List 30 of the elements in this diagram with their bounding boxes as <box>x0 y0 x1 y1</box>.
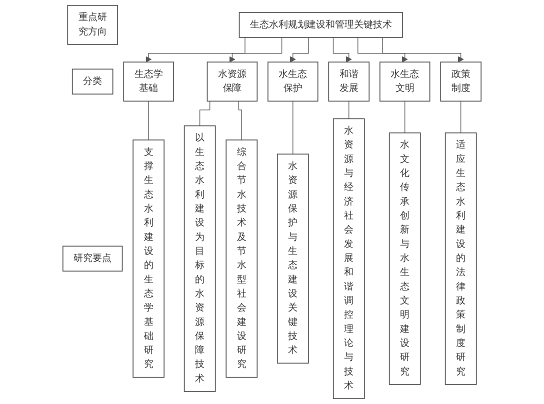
node-box: 水生态保护 <box>268 62 318 102</box>
connector <box>348 100 350 120</box>
connector <box>200 100 210 126</box>
node-box: 研究要点 <box>62 246 123 272</box>
node-box: 生态学基础 <box>123 62 174 102</box>
node-box: 水资源保护与生态建设关键技术 <box>276 154 309 364</box>
node-box: 综合节水技术及节水型社会建设研究 <box>226 140 258 378</box>
connector <box>460 100 462 134</box>
connector <box>238 100 242 140</box>
node-box: 重点研究方向 <box>67 4 118 45</box>
connector <box>404 100 406 134</box>
node-box: 生态水利规划建设和管理关键技术 <box>238 12 403 38</box>
node-box: 水文化传承创新与水生态文明建设研究 <box>388 132 421 385</box>
arrow <box>358 37 408 62</box>
node-box: 支撑生态水利建设的生态学基础研究 <box>132 140 165 378</box>
node-box: 分类 <box>72 68 114 95</box>
node-box: 适应生态水利建设的法律政策制度研究 <box>444 132 477 385</box>
node-box: 政策制度 <box>440 62 482 102</box>
arrow <box>229 37 282 62</box>
node-box: 以生态水利建设为目标的水资源保障技术 <box>184 125 216 392</box>
node-box: 水生态文明 <box>379 62 430 102</box>
node-box: 水资源保障 <box>206 62 258 102</box>
arrow <box>382 37 464 62</box>
connector <box>148 100 149 140</box>
arrow <box>146 37 246 62</box>
node-box: 水资源与经济社会发展和谐调控理论与技术 <box>332 118 365 400</box>
node-box: 和谐发展 <box>328 62 370 102</box>
arrow <box>332 37 352 62</box>
connector <box>292 100 294 154</box>
arrow <box>290 37 309 62</box>
